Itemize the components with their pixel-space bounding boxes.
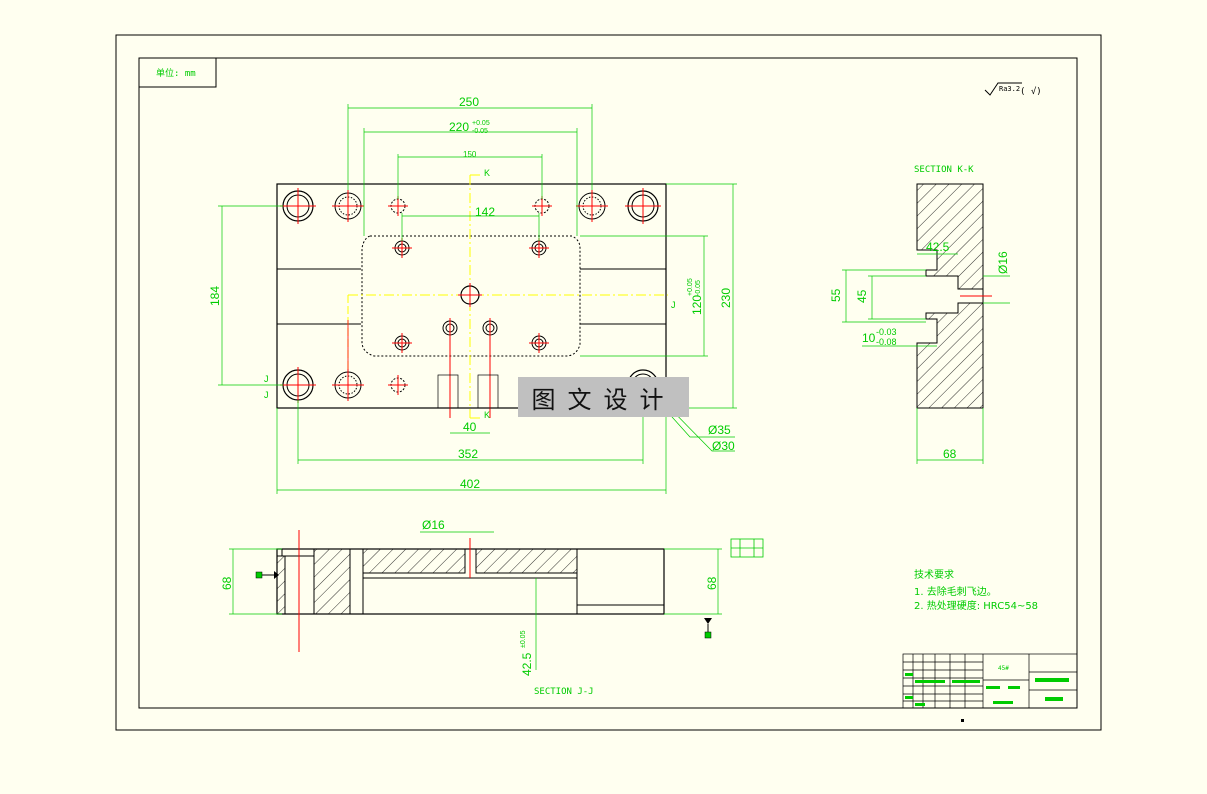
dim-220-tol-upper: +0.05 <box>472 120 490 127</box>
tech-requirement-2: 2. 热处理硬度: HRC54~58 <box>914 599 1038 612</box>
section-mark-j-left-1: J <box>264 374 269 384</box>
kk-dim-68: 68 <box>943 447 957 461</box>
dim-40: 40 <box>463 420 477 434</box>
kk-dim-10: 10 <box>862 331 876 345</box>
kk-dim-42-5: 42.5 <box>926 240 950 254</box>
pocket-outline <box>361 235 581 357</box>
dim-402: 402 <box>460 477 480 491</box>
tech-requirement-1: 1. 去除毛刺飞边。 <box>914 585 997 598</box>
section-mark-j-left-2: J <box>264 390 269 400</box>
dim-220: 220 <box>449 120 469 134</box>
jj-hatch-left <box>276 555 286 615</box>
outer-border <box>115 34 1102 731</box>
section-mark-k-bottom: K <box>484 410 490 420</box>
dim-dia30: Ø30 <box>712 439 735 453</box>
dim-352: 352 <box>458 447 478 461</box>
dim-120-tol-lower: -0.05 <box>695 280 702 296</box>
dim-150: 150 <box>463 150 477 159</box>
datum-marker-right <box>704 618 712 639</box>
jj-dim-68-left: 68 <box>220 576 234 590</box>
jj-dim-42-5-tol: ±0.05 <box>520 630 527 648</box>
title-block-material: 45# <box>998 665 1009 672</box>
unit-box-label: 单位: mm <box>156 67 196 79</box>
small-hole <box>529 238 549 258</box>
roughness-paren: ( √) <box>1020 86 1042 97</box>
section-mark-j-right: J <box>671 300 676 310</box>
jj-dim-dia16: Ø16 <box>422 518 445 532</box>
plate-outline <box>276 183 667 409</box>
dim-120-tol-upper: +0.05 <box>687 278 694 296</box>
tolerance-frame <box>730 538 764 558</box>
plan-view: 250 220 +0.05 -0.05 150 142 184 120 +0.0… <box>208 95 737 494</box>
dim-220-tol-lower: -0.05 <box>472 128 488 135</box>
roughness-symbol: Ra3.2 ( √) <box>984 82 1042 97</box>
corner-hole-top-right <box>625 188 661 224</box>
unit-box: 单位: mm <box>138 57 217 88</box>
kk-dim-10-tol-upper: -0.03 <box>876 327 897 337</box>
threaded-hole-top-left <box>332 190 364 222</box>
small-hole <box>388 375 408 395</box>
jj-hatch-top-1 <box>362 548 466 574</box>
dim-184: 184 <box>208 286 222 306</box>
datum-marker-left <box>255 571 279 579</box>
roughness-value: Ra3.2 <box>999 85 1020 93</box>
plan-dimension-texts: 250 220 +0.05 -0.05 150 142 184 120 +0.0… <box>208 95 735 491</box>
section-kk-body <box>916 183 984 409</box>
inner-border <box>138 57 1078 709</box>
small-hole <box>529 333 549 353</box>
jj-dim-68-right: 68 <box>705 576 719 590</box>
tech-requirements-title: 技术要求 <box>914 568 954 581</box>
dim-120: 120 <box>690 295 704 315</box>
corner-hole-top-left <box>280 188 316 224</box>
title-block-fills: 45# <box>905 665 1069 706</box>
section-mark-k-top: K <box>484 168 490 178</box>
section-jj-view: SECTION J-J Ø16 68 68 42.5 ±0.05 <box>220 518 764 697</box>
kk-dim-10-tol-lower: -0.08 <box>876 337 897 347</box>
center-hole <box>458 283 482 307</box>
section-kk-view: SECTION K-K 42.5 Ø16 55 45 10 -0.03 -0.0… <box>829 165 1010 464</box>
corner-hole-bottom-left <box>280 367 316 403</box>
dim-dia35: Ø35 <box>708 423 731 437</box>
dim-250: 250 <box>459 95 479 109</box>
jj-hatch-top-2 <box>475 548 578 574</box>
section-jj-title: SECTION J-J <box>534 687 594 697</box>
threaded-hole-top-right <box>576 190 608 222</box>
watermark: 图文设计 <box>518 377 689 417</box>
small-hole <box>392 333 412 353</box>
dim-230: 230 <box>719 288 733 308</box>
section-kk-title: SECTION K-K <box>914 165 974 175</box>
kk-dim-55: 55 <box>829 288 843 302</box>
kk-dim-45: 45 <box>855 289 869 303</box>
jj-dim-42-5: 42.5 <box>520 652 534 676</box>
dim-142: 142 <box>475 205 495 219</box>
tech-requirements: 技术要求 1. 去除毛刺飞边。 2. 热处理硬度: HRC54~58 <box>914 568 1038 612</box>
kk-dim-dia16: Ø16 <box>996 251 1010 274</box>
jj-hatch-block <box>313 548 351 615</box>
